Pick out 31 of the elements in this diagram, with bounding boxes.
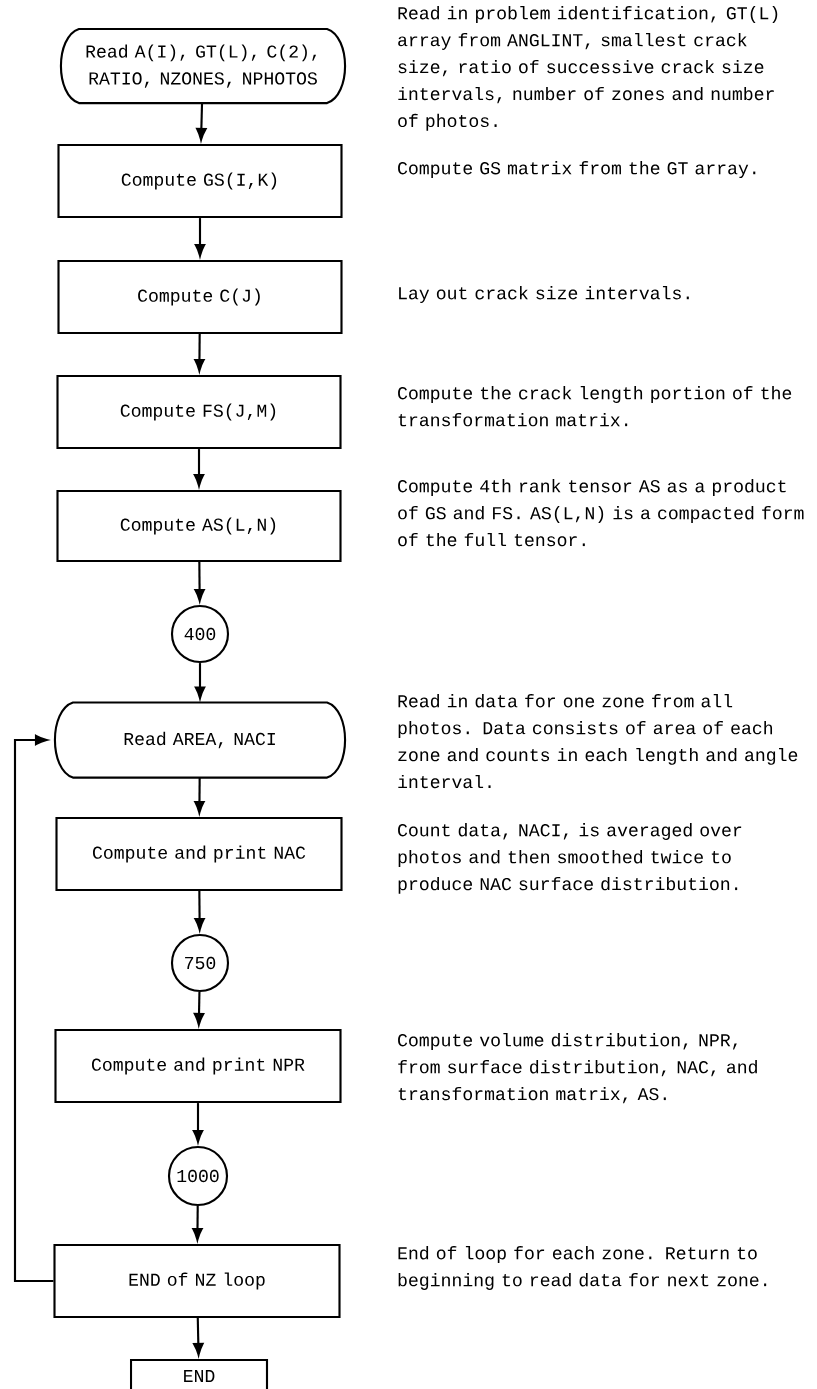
input-output-box: Read A(I), GT(L), C(2), RATIO, NZONES, NPHOTOS [59, 27, 347, 105]
description-text: Compute GS matrix from the GT array. [398, 161, 756, 178]
process-box: Compute and print NPR [54, 1028, 342, 1104]
description-text: Read in problem identification, GT(L) array from ANGLINT, smallest crack size, ratio of successive crack size intervals, number of zones and number of photos. [398, 6, 778, 131]
description-text: Compute volume distribution, NPR, from surface distribution, NAC, and transformation matrix, AS. [398, 1033, 757, 1104]
description-text: Read in data for one zone from all photos. Data consists of area of each zone and counts in each length and angle interval. [398, 694, 798, 789]
arrow [196, 103, 207, 141]
input-output-box: Read AREA, NACI [53, 701, 347, 779]
loop-back-arrow [13, 734, 54, 1283]
description-text: Count data, NACI, is averaged over photos and then smoothed twice to produce NAC surface distribution. [398, 823, 742, 894]
arrow [194, 334, 205, 372]
description-text: Lay out crack size intervals. [399, 286, 689, 303]
arrow [194, 777, 205, 814]
description-text: Compute the crack length portion of the transformation matrix. [398, 386, 792, 427]
process-box: Compute AS(L,N) [56, 489, 342, 563]
arrow [193, 449, 205, 487]
process-box: Compute and print NAC [55, 816, 343, 892]
process-box: Compute C(J) [57, 259, 343, 335]
arrow [193, 992, 205, 1026]
arrow [194, 218, 206, 257]
arrow [192, 1103, 204, 1143]
process-box: Compute GS(I,K) [57, 143, 343, 219]
process-box: END [129, 1358, 269, 1389]
arrow [194, 891, 205, 931]
arrow [194, 663, 206, 700]
arrow [194, 562, 205, 602]
arrow [192, 1206, 203, 1241]
process-box: END of NZ loop [53, 1243, 341, 1319]
description-text: End of loop for each zone. Return to beginning to read data for next zone. [398, 1246, 767, 1290]
process-box: Compute FS(J,M) [56, 374, 342, 450]
description-text: Compute 4th rank tensor AS as a product of GS and FS. AS(L,N) is a compacted form of the full tensor. [398, 479, 804, 547]
